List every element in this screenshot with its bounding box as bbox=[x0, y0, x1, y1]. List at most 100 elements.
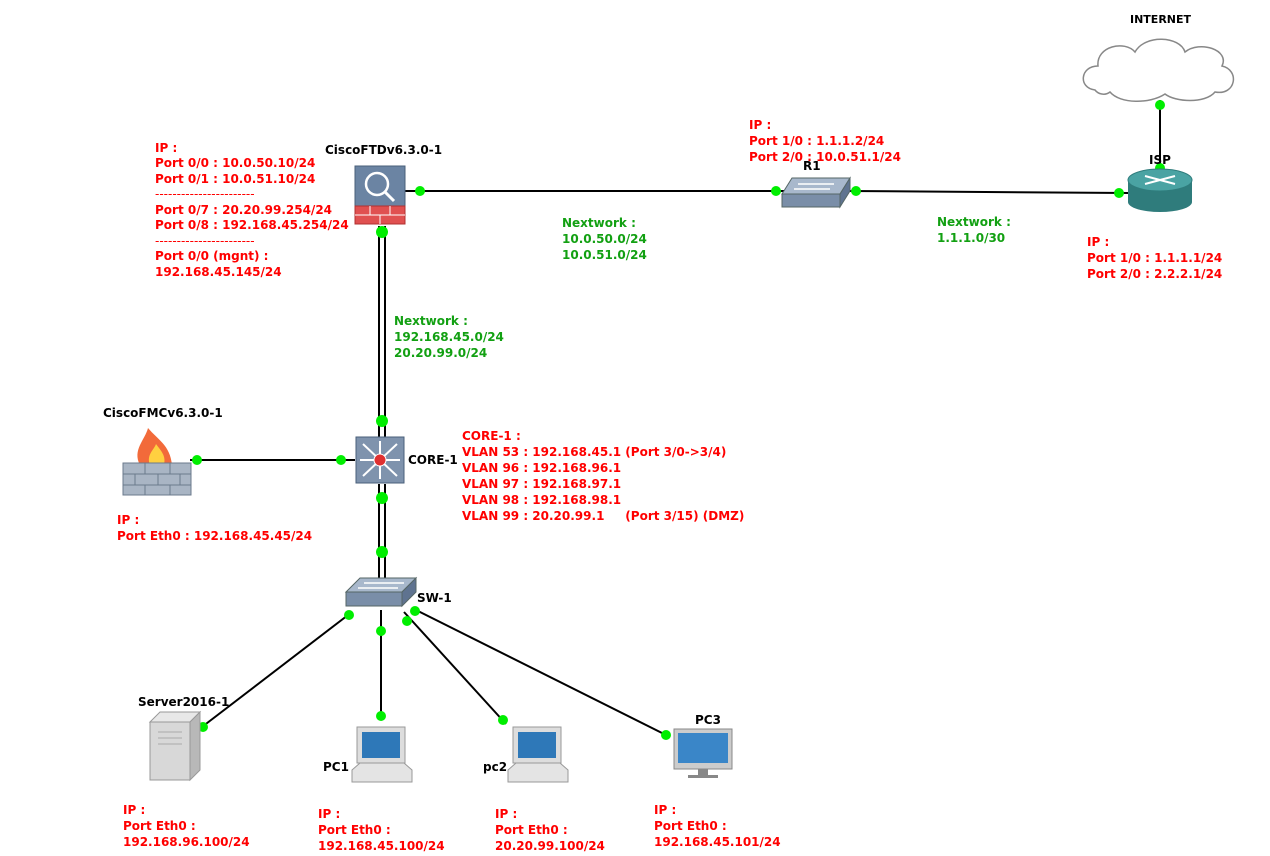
ip-line: IP : bbox=[318, 807, 341, 821]
ip-line: Port Eth0 : bbox=[654, 819, 727, 833]
cloud-icon[interactable] bbox=[1082, 38, 1235, 102]
net-line: Nextwork : bbox=[562, 216, 636, 230]
ip-line: Port 0/0 (mgnt) : bbox=[155, 249, 269, 263]
link-dot bbox=[1155, 100, 1165, 110]
ip-line: IP : bbox=[1087, 235, 1110, 249]
link-dot bbox=[415, 186, 425, 196]
ip-line: Port 0/8 : 192.168.45.254/24 bbox=[155, 218, 349, 232]
ip-line: VLAN 96 : 192.168.96.1 bbox=[462, 461, 622, 475]
ip-line: IP : bbox=[123, 803, 146, 817]
network-note-ftd-r1: Nextwork : 10.0.50.0/24 10.0.51.0/24 bbox=[562, 199, 647, 263]
link-dot bbox=[498, 715, 508, 725]
node-label-pc3: PC3 bbox=[695, 713, 721, 727]
net-line: Nextwork : bbox=[394, 314, 468, 328]
node-label-r1: R1 bbox=[803, 159, 821, 173]
ip-line: Port Eth0 : bbox=[318, 823, 391, 837]
ip-line: VLAN 98 : 192.168.98.1 bbox=[462, 493, 622, 507]
link-dot bbox=[376, 626, 386, 636]
ip-line: Port 1/0 : 1.1.1.2/24 bbox=[749, 134, 885, 148]
network-note-r1-isp: Nextwork : 1.1.1.0/30 bbox=[937, 198, 1011, 246]
ip-line: Port 0/1 : 10.0.51.10/24 bbox=[155, 171, 316, 186]
link-r1-isp[interactable] bbox=[847, 190, 1129, 194]
fmc-ip-note: IP : Port Eth0 : 192.168.45.45/24 bbox=[117, 496, 312, 544]
link-sw-pc3[interactable] bbox=[411, 607, 671, 738]
monitor-icon[interactable] bbox=[673, 728, 733, 778]
net-line: 10.0.50.0/24 bbox=[562, 232, 647, 246]
switch-icon[interactable] bbox=[344, 576, 418, 608]
ip-line: Port 0/0 : 10.0.50.10/24 bbox=[155, 156, 316, 170]
ip-line: Port 2/0 : 10.0.51.1/24 bbox=[749, 150, 901, 164]
pc3-ip-note: IP : Port Eth0 : 192.168.45.101/24 bbox=[654, 786, 781, 850]
laptop-icon[interactable] bbox=[351, 726, 413, 783]
link-dot bbox=[1114, 188, 1124, 198]
server-icon[interactable] bbox=[148, 710, 202, 782]
ip-line: Port 2/0 : 2.2.2.1/24 bbox=[1087, 267, 1223, 281]
separator: ----------------------- bbox=[155, 233, 255, 248]
firewall-icon[interactable] bbox=[354, 165, 406, 225]
link-sw-pc2[interactable] bbox=[403, 611, 507, 725]
core-ip-note: CORE-1 : VLAN 53 : 192.168.45.1 (Port 3/0… bbox=[462, 412, 744, 524]
link-sw-server[interactable] bbox=[197, 611, 353, 731]
link-dots bbox=[192, 100, 1165, 740]
ip-line: Port Eth0 : 192.168.45.45/24 bbox=[117, 529, 313, 543]
link-dot bbox=[771, 186, 781, 196]
ip-line: VLAN 97 : 192.168.97.1 bbox=[462, 477, 622, 491]
node-label-fmc: CiscoFMCv6.3.0-1 bbox=[103, 406, 223, 420]
net-line: 192.168.45.0/24 bbox=[394, 330, 504, 344]
node-label-server: Server2016-1 bbox=[138, 695, 230, 709]
ip-line: 192.168.45.100/24 bbox=[318, 839, 445, 853]
link-dot bbox=[376, 226, 388, 238]
net-line: Nextwork : bbox=[937, 215, 1011, 229]
pc1-ip-note: IP : Port Eth0 : 192.168.45.100/24 bbox=[318, 790, 445, 854]
ip-line: 20.20.99.100/24 bbox=[495, 839, 605, 853]
link-dot bbox=[344, 610, 354, 620]
ip-line: Port Eth0 : bbox=[123, 819, 196, 833]
link-dot bbox=[376, 711, 386, 721]
link-dot bbox=[402, 616, 412, 626]
link-dot bbox=[336, 455, 346, 465]
node-label-isp: ISP bbox=[1149, 153, 1171, 167]
ip-line: 192.168.45.101/24 bbox=[654, 835, 781, 849]
node-label-pc1: PC1 bbox=[323, 760, 349, 774]
server-ip-note: IP : Port Eth0 : 192.168.96.100/24 bbox=[123, 786, 250, 850]
link-dot bbox=[410, 606, 420, 616]
ip-line: VLAN 53 : 192.168.45.1 (Port 3/0->3/4) bbox=[462, 445, 727, 459]
link-dot bbox=[661, 730, 671, 740]
separator: ----------------------- bbox=[155, 187, 255, 201]
ip-line: Port Eth0 : bbox=[495, 823, 568, 837]
ip-line: IP : bbox=[654, 803, 677, 817]
ip-line: VLAN 99 : 20.20.99.1 (Port 3/15) (DMZ) bbox=[462, 509, 745, 523]
ip-line: 192.168.96.100/24 bbox=[123, 835, 250, 849]
node-label-ftd: CiscoFTDv6.3.0-1 bbox=[325, 143, 443, 157]
ip-line: CORE-1 : bbox=[462, 429, 521, 443]
link-dot bbox=[192, 455, 202, 465]
network-note-ftd-core: Nextwork : 192.168.45.0/24 20.20.99.0/24 bbox=[394, 297, 504, 361]
ip-line: IP : bbox=[155, 140, 178, 155]
pc2-ip-note: IP :Port Eth0 :20.20.99.100/24 bbox=[495, 790, 605, 854]
ip-line: 192.168.45.145/24 bbox=[155, 264, 282, 279]
link-dot bbox=[851, 186, 861, 196]
link-dot bbox=[376, 492, 388, 504]
ip-line: IP : bbox=[749, 118, 772, 132]
router-icon[interactable] bbox=[1127, 168, 1193, 212]
net-line: 20.20.99.0/24 bbox=[394, 346, 488, 360]
laptop-icon[interactable] bbox=[507, 726, 569, 783]
net-line: 1.1.1.0/30 bbox=[937, 231, 1006, 245]
node-label-core: CORE-1 bbox=[408, 453, 458, 467]
ip-line: Port 0/7 : 20.20.99.254/24 bbox=[155, 202, 333, 217]
link-dot bbox=[376, 415, 388, 427]
net-line: 10.0.51.0/24 bbox=[562, 248, 647, 262]
multilayer-switch-icon[interactable] bbox=[355, 436, 405, 484]
fire-wall-icon[interactable] bbox=[122, 428, 192, 496]
node-label-sw1: SW-1 bbox=[417, 591, 452, 605]
switch-icon[interactable] bbox=[781, 176, 851, 209]
node-label-pc2: pc2 bbox=[483, 760, 508, 774]
ip-line: IP : bbox=[117, 513, 140, 527]
link-dot bbox=[376, 546, 388, 558]
node-label-internet: INTERNET bbox=[1130, 13, 1192, 26]
